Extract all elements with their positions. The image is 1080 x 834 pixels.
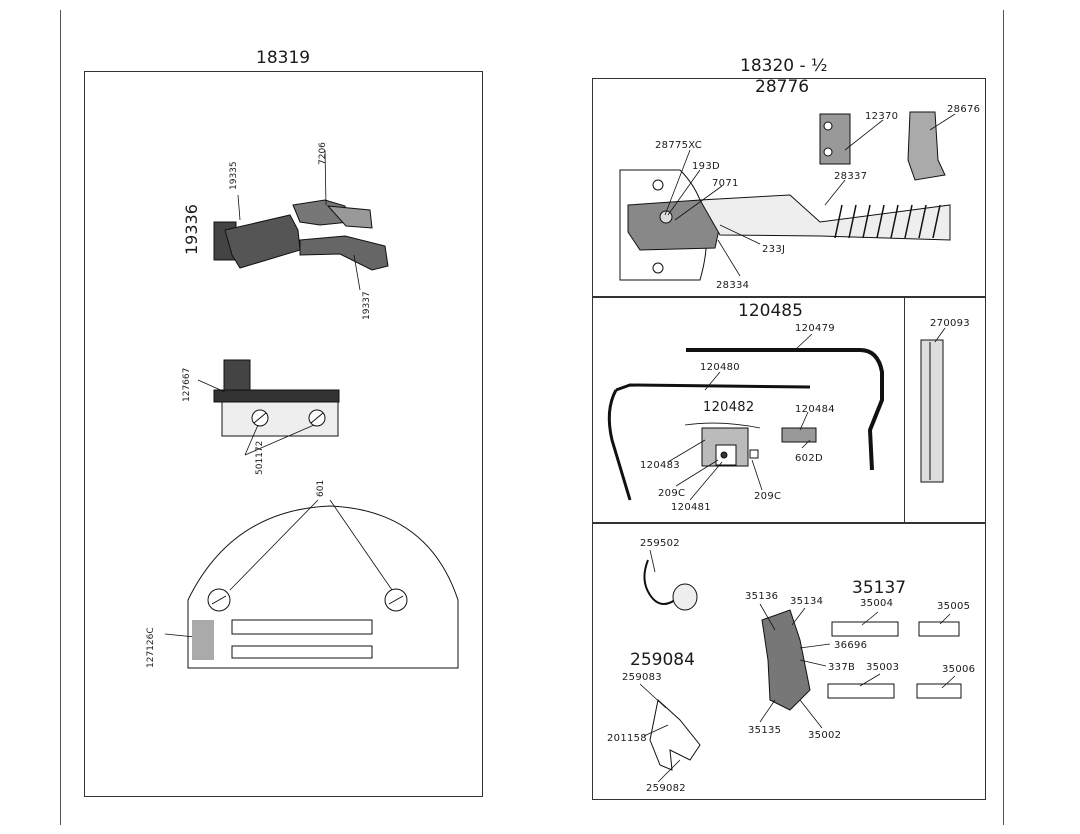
- label-337b: 337B: [828, 662, 856, 673]
- label-35004: 35004: [860, 598, 894, 609]
- middle-panel-frame: [592, 296, 986, 524]
- label-259083: 259083: [622, 672, 662, 683]
- label-35006: 35006: [942, 664, 976, 675]
- right-page-heading: 18320 - ½: [740, 56, 828, 76]
- top-panel-drawing: [619, 111, 956, 281]
- label-120480: 120480: [700, 362, 740, 373]
- middle-panel-drawing: [607, 327, 946, 501]
- bottom-panel-drawing: [639, 549, 962, 783]
- throat-plate-drawing: [164, 499, 459, 669]
- middle-panel-divider: [904, 296, 905, 522]
- label-35136: 35136: [745, 591, 779, 602]
- middle-panel-title: 120485: [738, 301, 803, 321]
- top-panel-title: 28776: [755, 77, 810, 97]
- label-35002: 35002: [808, 730, 842, 741]
- label-233j: 233J: [762, 244, 786, 255]
- label-602d: 602D: [795, 453, 823, 464]
- left-page-heading: 18319: [256, 48, 311, 68]
- label-35003: 35003: [866, 662, 900, 673]
- label-270093: 270093: [930, 318, 970, 329]
- label-36696: 36696: [834, 640, 868, 651]
- bottom-panel-title-259084: 259084: [630, 650, 695, 670]
- label-35134: 35134: [790, 596, 824, 607]
- label-28334: 28334: [716, 280, 750, 291]
- label-209c-right: 209C: [754, 491, 782, 502]
- label-35005: 35005: [937, 601, 971, 612]
- right-margin-line: [1003, 10, 1004, 825]
- label-120484: 120484: [795, 404, 835, 415]
- label-120482: 120482: [703, 400, 755, 415]
- feed-dog-drawing: [197, 359, 340, 456]
- label-201158: 201158: [607, 733, 647, 744]
- bottom-panel-title-35137: 35137: [852, 578, 907, 598]
- left-margin-line: [60, 10, 61, 825]
- presser-foot-drawing: [213, 149, 389, 291]
- label-12370: 12370: [865, 111, 899, 122]
- top-panel-frame: [592, 78, 986, 298]
- label-28775xc: 28775XC: [655, 140, 703, 151]
- label-120483: 120483: [640, 460, 680, 471]
- bottom-panel-frame: [592, 522, 986, 800]
- label-120481: 120481: [671, 502, 711, 513]
- label-193d: 193D: [692, 161, 720, 172]
- label-209c-left: 209C: [658, 488, 686, 499]
- label-120479: 120479: [795, 323, 835, 334]
- label-7071: 7071: [712, 178, 739, 189]
- label-259082: 259082: [646, 783, 686, 794]
- label-28676: 28676: [947, 104, 981, 115]
- label-35135: 35135: [748, 725, 782, 736]
- label-28337: 28337: [834, 171, 868, 182]
- label-259502: 259502: [640, 538, 680, 549]
- left-panel-frame: [84, 71, 483, 797]
